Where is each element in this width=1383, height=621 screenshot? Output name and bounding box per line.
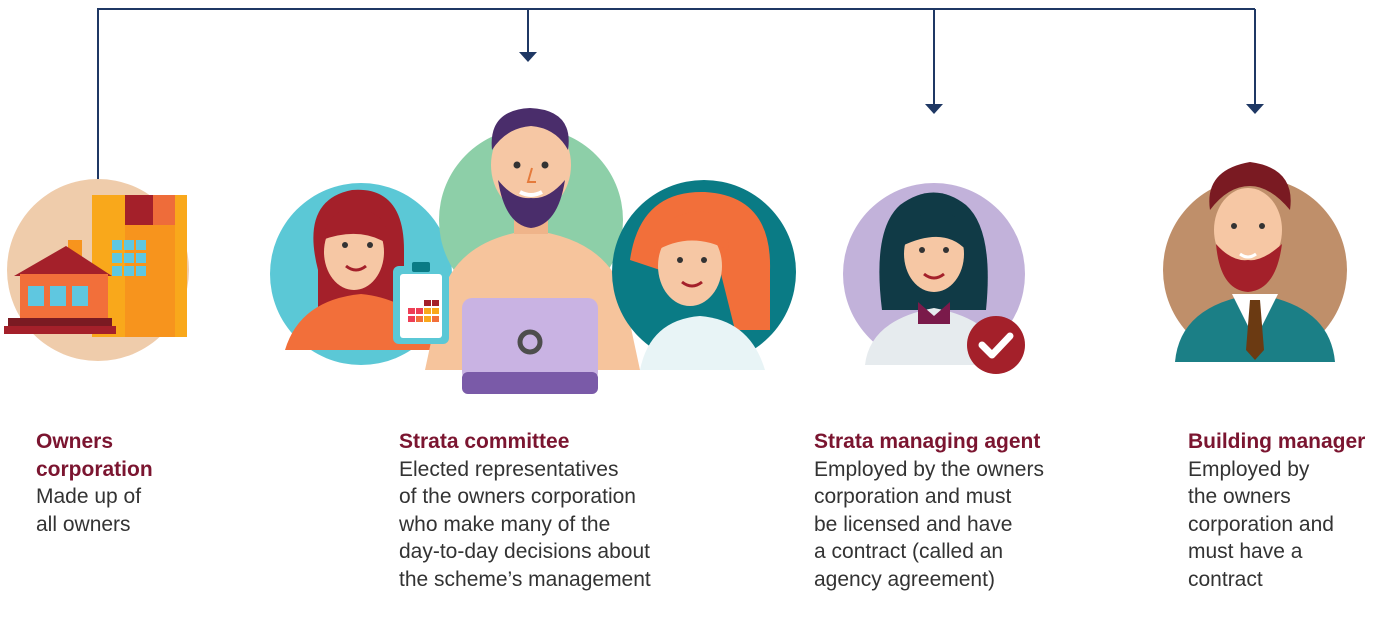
role-description: Made up of all owners [36, 485, 142, 536]
role-description: Employed by the owners corporation and m… [814, 457, 1044, 591]
role-title: Building manager [1188, 430, 1366, 453]
role-strata-committee: Strata committee Elected representatives… [399, 428, 699, 593]
arrowhead-strata-committee [519, 52, 537, 62]
role-title: Owners corporation [36, 430, 153, 481]
arrowhead-strata-managing-agent [925, 104, 943, 114]
arrowhead-building-manager [1246, 104, 1264, 114]
role-owners-corporation: Owners corporation Made up of all owners [36, 428, 206, 538]
role-strata-managing-agent: Strata managing agent Employed by the ow… [814, 428, 1104, 593]
connector-trunk [97, 8, 1255, 182]
role-title: Strata committee [399, 430, 570, 453]
role-description: Employed by the owners corporation and m… [1188, 457, 1334, 591]
role-title: Strata managing agent [814, 430, 1041, 453]
role-building-manager: Building manager Employed by the owners … [1188, 428, 1378, 593]
role-description: Elected representatives of the owners co… [399, 457, 651, 591]
